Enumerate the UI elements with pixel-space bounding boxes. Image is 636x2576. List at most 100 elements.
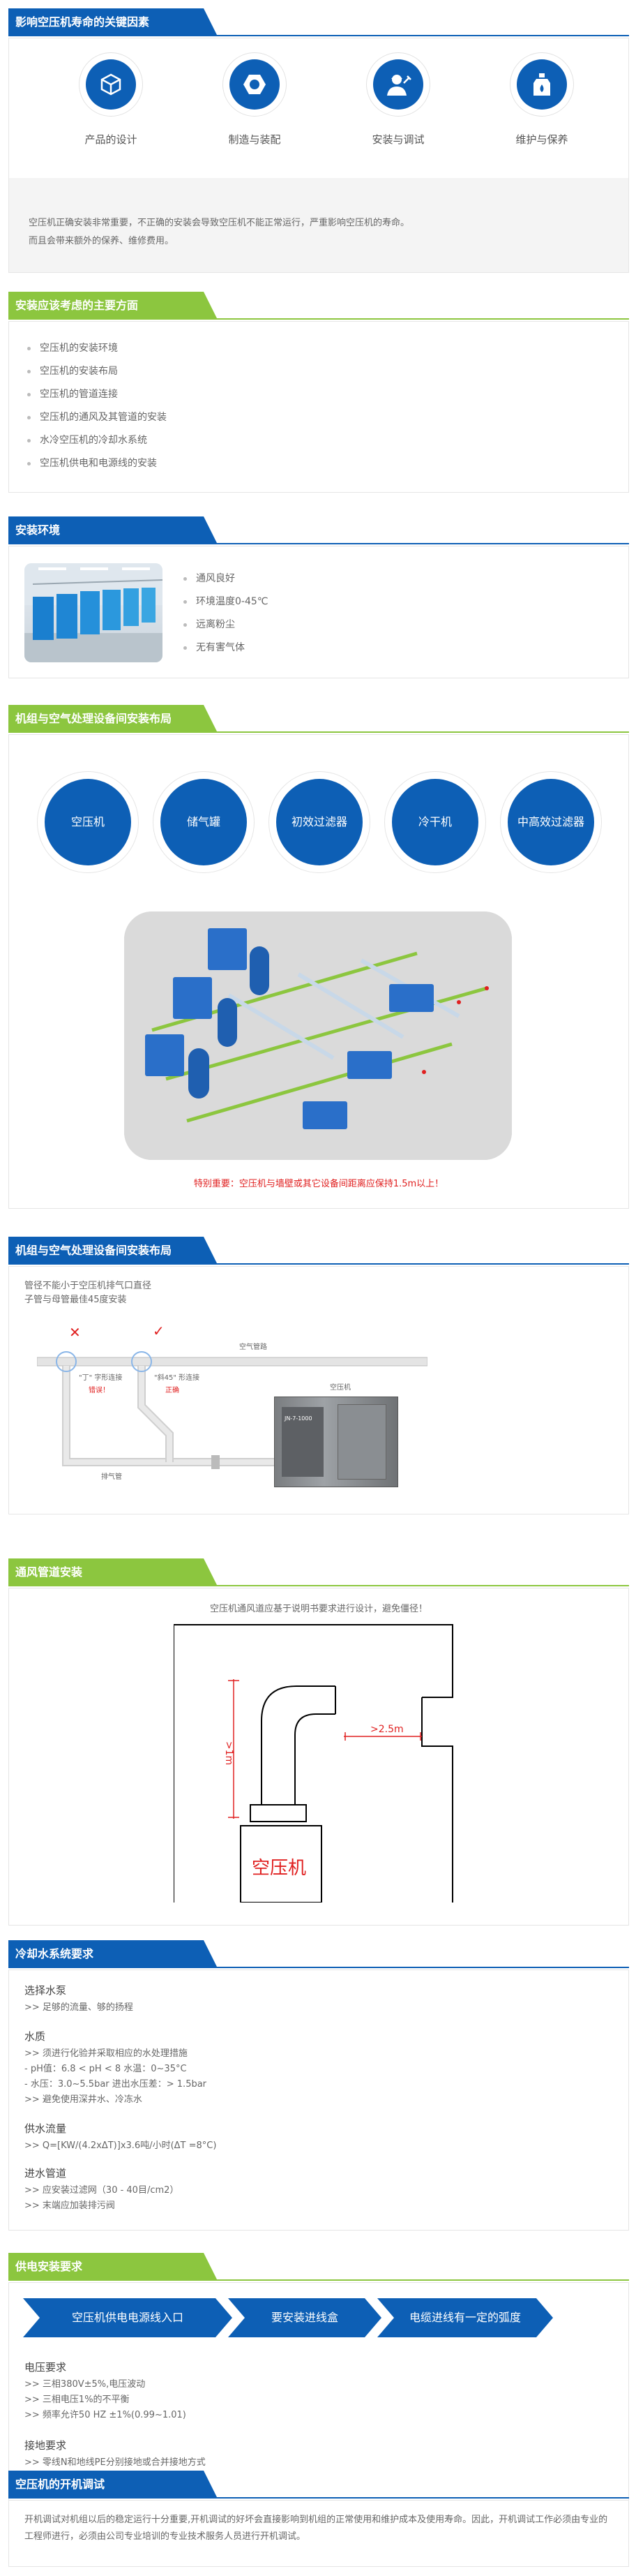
layout-panel: 空压机 储气罐 初效过滤器 冷干机 中高效过滤器 <box>8 734 629 1209</box>
section-cooling-water: 冷却水系统要求 选择水泵 >> 足够的流量、够的扬程 水质 >> 须进行化验并采… <box>8 1940 629 2231</box>
list-item: 通风良好 <box>181 567 268 590</box>
section-title: 机组与空气处理设备间安装布局 <box>15 712 172 725</box>
flow-step-junction-box: 要安装进线盒 <box>228 2298 381 2337</box>
exhaust-pipe-label: 排气管 <box>101 1473 122 1481</box>
tee-joint-label: "丁" 字形连接 <box>79 1374 123 1382</box>
oil-bottle-icon <box>517 59 567 110</box>
section-piping: 机组与空气处理设备间安装布局 管径不能小于空压机排气口直径 子管与母管最佳45度… <box>8 1237 629 1514</box>
ventilation-panel: 空压机通风道应基于说明书要求进行设计，避免僵径！ >1m >2.5m 空压机 <box>8 1588 629 1926</box>
compressor-model: JN-7-1000 <box>285 1415 312 1422</box>
right-mark-icon: ✓ <box>153 1323 165 1339</box>
section-title: 影响空压机寿命的关键因素 <box>15 15 150 29</box>
group-line: >> 末端应加装排污阀 <box>24 2201 115 2211</box>
flow-node-fine-filter: 中高效过滤器 <box>500 771 602 873</box>
section-banner: 安装应该考虑的主要方面 <box>8 292 629 320</box>
cooling-group-flow: 供水流量 >> Q=[KW/(4.2xΔT)]x3.6吨/小时(ΔT =8°C) <box>24 2121 216 2154</box>
section-banner: 冷却水系统要求 <box>8 1940 629 1968</box>
section-title: 安装环境 <box>15 523 61 537</box>
hex-nut-icon <box>229 59 280 110</box>
group-title: 进水管道 <box>24 2167 67 2180</box>
group-line: >> 应安装过滤网（30 - 40目/cm2） <box>24 2185 179 2196</box>
flow-node-label: 空压机 <box>45 779 131 865</box>
factor-label: 维护与保养 <box>515 133 568 146</box>
slant-joint-label: "斜45" 形连接 <box>154 1374 200 1382</box>
section-banner: 安装环境 <box>8 516 629 544</box>
cooling-group-quality: 水质 >> 须进行化验并采取相应的水处理措施 - pH值：6.8 < pH < … <box>24 2029 206 2108</box>
commissioning-panel: 开机调试对机组以后的稳定运行十分重要,开机调试的好坏会直接影响到机组的正常使用和… <box>8 2500 629 2567</box>
group-line: >> 避免使用深井水、冷冻水 <box>24 2094 142 2105</box>
list-item: 无有害气体 <box>181 636 268 660</box>
distance-warning: 特别重要：空压机与墙壁或其它设备间距离应保持1.5m以上！ <box>193 1179 444 1189</box>
list-item: 远离粉尘 <box>181 613 268 636</box>
flow-node-prefilter: 初效过滤器 <box>268 771 370 873</box>
intro-line: 而且会带来额外的保养、维修费用。 <box>29 236 174 246</box>
cooling-panel: 选择水泵 >> 足够的流量、够的扬程 水质 >> 须进行化验并采取相应的水处理措… <box>8 1970 629 2231</box>
section-title: 安装应该考虑的主要方面 <box>15 299 139 312</box>
ventilation-diagram <box>174 1624 453 1903</box>
group-line: >> Q=[KW/(4.2xΔT)]x3.6吨/小时(ΔT =8°C) <box>24 2141 217 2151</box>
group-line: >> 频率允许50 HZ ±1%(0.99~1.01) <box>24 2410 186 2420</box>
wrong-mark-icon: ✕ <box>69 1324 81 1341</box>
group-title: 供水流量 <box>24 2122 67 2135</box>
section-environment: 安装环境 通风良好 环境温度0-45℃ 远离粉尘 无有害气体 <box>8 516 629 678</box>
pipe-rule-1: 管径不能小于空压机排气口直径 <box>24 1281 152 1291</box>
layout-3d-diagram <box>124 911 512 1160</box>
group-line: >> 零线N和地线PE分别接地或合并接地方式 <box>24 2457 206 2468</box>
factor-installation: 安装与调试 <box>335 52 461 147</box>
list-item: 水冷空压机的冷却水系统 <box>24 429 167 452</box>
section-title: 机组与空气处理设备间安装布局 <box>15 1244 172 1257</box>
piping-panel: 管径不能小于空压机排气口直径 子管与母管最佳45度安装 ✕ ✓ 空气管路 <box>8 1266 629 1514</box>
list-item: 空压机的通风及其管道的安装 <box>24 406 167 429</box>
intro-paragraph: 空压机正确安装非常重要，不正确的安装会导致空压机不能正常运行，严重影响空压机的寿… <box>29 214 600 251</box>
group-line: >> 三相380V±5%,电压波动 <box>24 2379 146 2390</box>
factor-label: 制造与装配 <box>228 133 281 146</box>
flow-step-entry: 空压机供电电源线入口 <box>23 2298 232 2337</box>
group-line: - pH值：6.8 < pH < 8 水温：0~35°C <box>24 2064 187 2074</box>
factor-design: 产品的设计 <box>48 52 174 147</box>
section-title: 通风管道安装 <box>15 1565 83 1579</box>
vertical-distance-label: >1m <box>223 1741 235 1766</box>
cube-icon <box>86 59 136 110</box>
environment-panel: 通风良好 环境温度0-45℃ 远离粉尘 无有害气体 <box>8 546 629 678</box>
section-key-factors: 影响空压机寿命的关键因素 产品的设计 制造与装配 安装与调试 <box>8 8 629 273</box>
flow-node-label: 冷干机 <box>392 779 478 865</box>
section-title: 供电安装要求 <box>15 2260 83 2273</box>
group-title: 电压要求 <box>24 2361 67 2374</box>
group-title: 水质 <box>24 2030 46 2043</box>
group-line: >> 三相电压1%的不平衡 <box>24 2395 130 2405</box>
group-line: >> 足够的流量、够的扬程 <box>24 2002 133 2013</box>
section-title: 空压机的开机调试 <box>15 2478 105 2491</box>
factor-maintenance: 维护与保养 <box>479 52 605 147</box>
list-item: 环境温度0-45℃ <box>181 590 268 613</box>
group-line: >> 须进行化验并采取相应的水处理措施 <box>24 2048 188 2059</box>
power-group-grounding: 接地要求 >> 零线N和地线PE分别接地或合并接地方式 <box>24 2438 206 2471</box>
group-title: 选择水泵 <box>24 1984 67 1997</box>
compressor-label: 空压机 <box>330 1384 351 1392</box>
commissioning-paragraph: 开机调试对机组以后的稳定运行十分重要,开机调试的好坏会直接影响到机组的正常使用和… <box>24 2515 608 2542</box>
section-banner: 空压机的开机调试 <box>8 2471 629 2499</box>
compressor-box-label: 空压机 <box>252 1858 307 1879</box>
list-item: 空压机的安装环境 <box>24 337 167 360</box>
section-layout: 机组与空气处理设备间安装布局 空压机 储气罐 初效过滤器 冷干机 中高效过滤器 <box>8 705 629 1209</box>
intro-line: 空压机正确安装非常重要，不正确的安装会导致空压机不能正常运行，严重影响空压机的寿… <box>29 218 410 228</box>
flow-step-cable-arc: 电缆进线有一定的弧度 <box>377 2298 553 2337</box>
flow-node-label: 中高效过滤器 <box>508 779 594 865</box>
aspects-panel: 空压机的安装环境 空压机的安装布局 空压机的管道连接 空压机的通风及其管道的安装… <box>8 321 629 493</box>
power-group-voltage: 电压要求 >> 三相380V±5%,电压波动 >> 三相电压1%的不平衡 >> … <box>24 2360 186 2423</box>
cooling-group-pump: 选择水泵 >> 足够的流量、够的扬程 <box>24 1983 133 2016</box>
compressor-room-image <box>24 563 162 662</box>
list-item: 空压机的安装布局 <box>24 360 167 383</box>
flow-node-label: 初效过滤器 <box>276 779 363 865</box>
factor-label: 产品的设计 <box>84 133 137 146</box>
pipe-rule-2: 子管与母管最佳45度安装 <box>24 1295 127 1305</box>
factors-panel: 产品的设计 制造与装配 安装与调试 维护与保养 空 <box>8 38 629 273</box>
section-main-aspects: 安装应该考虑的主要方面 空压机的安装环境 空压机的安装布局 空压机的管道连接 空… <box>8 292 629 493</box>
main-pipe-label: 空气管路 <box>239 1343 267 1351</box>
factor-label: 安装与调试 <box>372 133 425 146</box>
compressor-unit: 空压机 JN-7-1000 <box>274 1384 398 1487</box>
list-item: 空压机供电和电源线的安装 <box>24 452 167 475</box>
cooling-group-inlet: 进水管道 >> 应安装过滤网（30 - 40目/cm2） >> 末端应加装排污阀 <box>24 2166 179 2214</box>
group-line: - 水压：3.0~5.5bar 进出水压差：> 1.5bar <box>24 2079 207 2090</box>
flow-node-compressor: 空压机 <box>37 771 139 873</box>
